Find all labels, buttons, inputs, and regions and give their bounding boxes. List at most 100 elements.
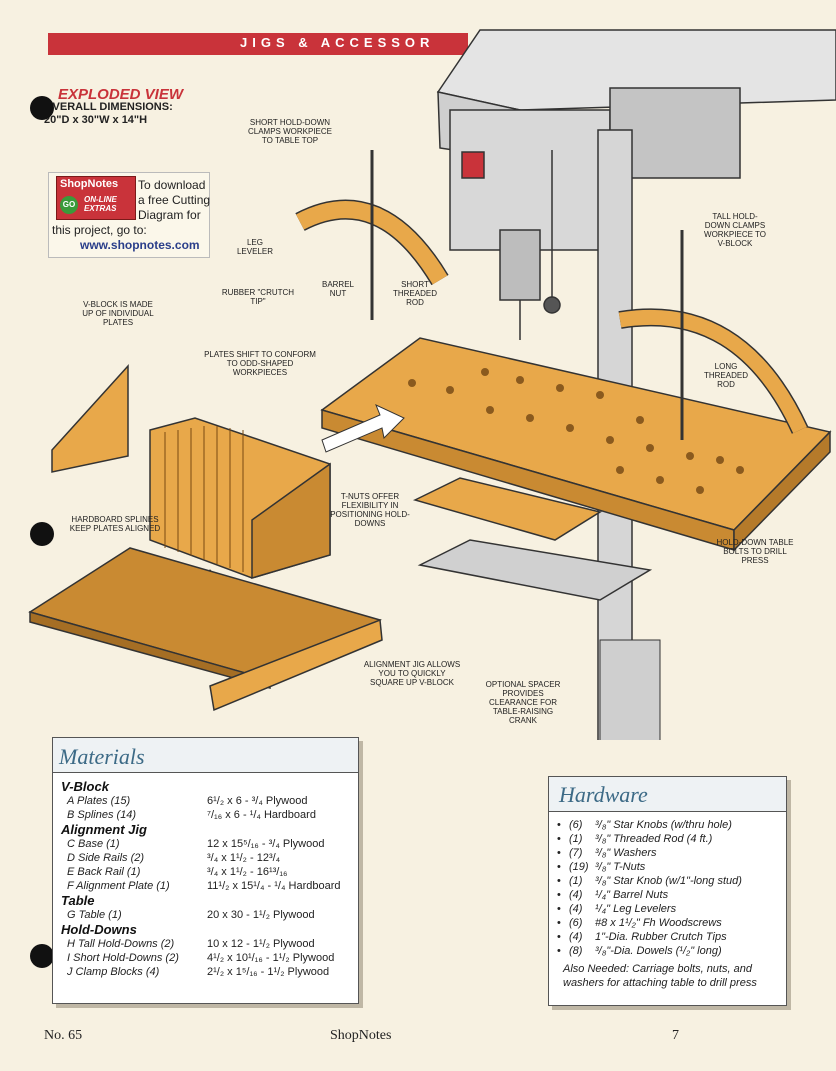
- hardware-qty: (4): [569, 889, 583, 901]
- materials-size: 6¹/₂ x 6 - ³/₄ Plywood: [207, 795, 308, 807]
- materials-size: 10 x 12 - 1¹/₂ Plywood: [207, 938, 315, 950]
- download-text: To download a free Cutting Diagram for: [138, 178, 218, 223]
- hardware-panel: Hardware •(6)³/₈" Star Knobs (w/thru hol…: [548, 776, 787, 1006]
- callout-short-hold-down: SHORT HOLD-DOWN CLAMPS WORKPIECE TO TABL…: [247, 118, 332, 145]
- hardware-row: •(4)¹/₄" Barrel Nuts: [557, 888, 778, 902]
- alignment-jig: [28, 547, 383, 712]
- hardware-qty: (1): [569, 833, 583, 845]
- bullet-icon: •: [557, 833, 561, 845]
- v-block-plates: [164, 426, 244, 572]
- materials-part: F Alignment Plate (1): [67, 880, 170, 892]
- v-block: [149, 417, 331, 580]
- callout-v-block: V-BLOCK IS MADE UP OF INDIVIDUAL PLATES: [82, 300, 154, 327]
- callout-short-rod: SHORT THREADED ROD: [392, 280, 437, 307]
- hardware-qty: (7): [569, 847, 583, 859]
- hardware-item: ³/₈"-Dia. Dowels (¹/₂" long): [595, 945, 722, 957]
- hardware-title: Hardware: [559, 782, 648, 807]
- bullet-icon: •: [557, 931, 561, 943]
- page-title: EXPLODED VIEW: [58, 86, 184, 103]
- bullet-icon: •: [557, 917, 561, 929]
- short-hold-down: [296, 201, 448, 285]
- v-block-end-plate: [51, 364, 129, 473]
- bullet-icon: •: [557, 945, 561, 957]
- hardware-row: •(1)³/₈" Star Knob (w/1"-long stud): [557, 874, 778, 888]
- callout-splines: HARDBOARD SPLINES KEEP PLATES ALIGNED: [69, 515, 161, 533]
- column-collar: [599, 639, 661, 740]
- materials-title: Materials: [59, 744, 145, 769]
- hardware-row: • (6) #8 x 1¹/₂" Fh Woodscrews: [557, 916, 778, 930]
- tall-hold-down: [618, 309, 807, 434]
- materials-row: A Plates (15) 6¹/₂ x 6 - ³/₄ Plywood: [61, 794, 350, 808]
- materials-size: ³/₄ x 1¹/₂ - 12³/₄: [207, 852, 281, 864]
- hardware-qty: (4): [569, 903, 583, 915]
- materials-size: 2¹/₂ x 1⁵/₁₆ - 1¹/₂ Plywood: [207, 966, 330, 978]
- callout-long-rod: LONG THREADED ROD: [703, 362, 748, 389]
- binder-hole: [30, 944, 54, 968]
- dimensions: OVERALL DIMENSIONS: 20"D x 30"W x 14"H: [44, 101, 173, 127]
- callout-barrel-nut: BARREL NUT: [321, 280, 354, 298]
- hardware-item: #8 x 1¹/₂" Fh Woodscrews: [595, 917, 722, 929]
- materials-row: I Short Hold-Downs (2)4¹/₂ x 10¹/₁₆ - 1¹…: [61, 951, 350, 965]
- hardware-list: •(6)³/₈" Star Knobs (w/thru hole)•(1)³/₈…: [549, 812, 786, 958]
- hardware-item: ³/₈" Star Knobs (w/thru hole): [595, 819, 732, 831]
- materials-size: ⁷/₁₆ x 6 - ¹/₄ Hardboard: [207, 809, 316, 821]
- hardware-qty: (8): [569, 945, 583, 957]
- hardware-item: ³/₈" Threaded Rod (4 ft.): [595, 833, 713, 845]
- hardware-item: ³/₈" Washers: [595, 847, 657, 859]
- callout-leg-leveler: LEG LEVELER: [236, 238, 274, 256]
- hardware-item: ³/₈" T-Nuts: [595, 861, 646, 873]
- hardware-qty: (4): [569, 931, 583, 943]
- materials-part: E Back Rail (1): [67, 866, 141, 878]
- callout-tall-hold-down: TALL HOLD-DOWN CLAMPS WORKPIECE TO V-BLO…: [704, 212, 766, 248]
- hardware-item: 1"-Dia. Rubber Crutch Tips: [595, 931, 727, 943]
- materials-part: H Tall Hold-Downs (2): [67, 938, 175, 950]
- materials-part: D Side Rails (2): [67, 852, 145, 864]
- download-line-1: To download: [138, 178, 206, 192]
- exploded-view-illustration: [28, 29, 836, 740]
- materials-row: D Side Rails (2) ³/₄ x 1¹/₂ - 12³/₄: [61, 851, 350, 865]
- materials-size: ³/₄ x 1¹/₂ - 16¹³/₁₆: [207, 866, 288, 878]
- callout-alignment-jig: ALIGNMENT JIG ALLOWS YOU TO QUICKLY SQUA…: [363, 660, 461, 687]
- callout-rubber-tip: RUBBER "CRUTCH TIP": [221, 288, 295, 306]
- materials-part: J Clamp Blocks (4): [67, 966, 160, 978]
- dimensions-value: 20"D x 30"W x 14"H: [44, 114, 148, 126]
- materials-row: G Table (1)20 x 30 - 1¹/₂ Plywood: [61, 908, 350, 922]
- callout-plates-shift: PLATES SHIFT TO CONFORM TO ODD-SHAPED WO…: [204, 350, 316, 377]
- materials-section-heading: Table: [61, 893, 95, 908]
- materials-size: 11¹/₂ x 15¹/₄ - ¹/₄ Hardboard: [207, 880, 341, 892]
- materials-size: 4¹/₂ x 10¹/₁₆ - 1¹/₂ Plywood: [207, 952, 335, 964]
- hardware-qty: (1): [569, 875, 583, 887]
- hardware-row: •(6)³/₈" Star Knobs (w/thru hole): [557, 818, 778, 832]
- bullet-icon: •: [557, 861, 561, 873]
- download-line-3: Diagram for: [138, 208, 201, 222]
- materials-row: B Splines (14)⁷/₁₆ x 6 - ¹/₄ Hardboard: [61, 808, 350, 822]
- materials-row: H Tall Hold-Downs (2) 10 x 12 - 1¹/₂ Plyw…: [61, 937, 350, 951]
- materials-size: 12 x 15⁵/₁₆ - ³/₄ Plywood: [207, 838, 325, 850]
- materials-row: C Base (1)12 x 15⁵/₁₆ - ³/₄ Plywood: [61, 837, 350, 851]
- hardware-row: • (1) ³/₈" Threaded Rod (4 ft.): [557, 832, 778, 846]
- logo-extras: ON-LINE EXTRAS: [84, 195, 117, 213]
- hardware-row: •(7)³/₈" Washers: [557, 846, 778, 860]
- materials-section-heading: Alignment Jig: [61, 822, 147, 837]
- bullet-icon: •: [557, 889, 561, 901]
- materials-part: G Table (1): [67, 909, 122, 921]
- drill-table: [320, 337, 832, 552]
- callout-t-nuts: T-NUTS OFFER FLEXIBILITY IN POSITIONING …: [330, 492, 410, 528]
- hardware-item: ¹/₄" Leg Levelers: [595, 903, 677, 915]
- download-link[interactable]: www.shopnotes.com: [80, 238, 200, 252]
- page-number: 7: [672, 1028, 679, 1043]
- magazine-name: ShopNotes: [330, 1028, 392, 1043]
- materials-part: A Plates (15): [67, 795, 131, 807]
- drill-press-head: [436, 29, 836, 340]
- download-line-2: a free Cutting: [138, 193, 211, 207]
- optional-spacer: [412, 477, 602, 541]
- callout-spacer: OPTIONAL SPACER PROVIDES CLEARANCE FOR T…: [485, 680, 561, 725]
- dimensions-label: OVERALL DIMENSIONS:: [44, 101, 173, 113]
- logo-text: ShopNotes: [60, 178, 119, 190]
- hardware-qty: (6): [569, 917, 583, 929]
- bullet-icon: •: [557, 903, 561, 915]
- materials-section-heading: Hold-Downs: [61, 922, 137, 937]
- binder-hole: [30, 96, 54, 120]
